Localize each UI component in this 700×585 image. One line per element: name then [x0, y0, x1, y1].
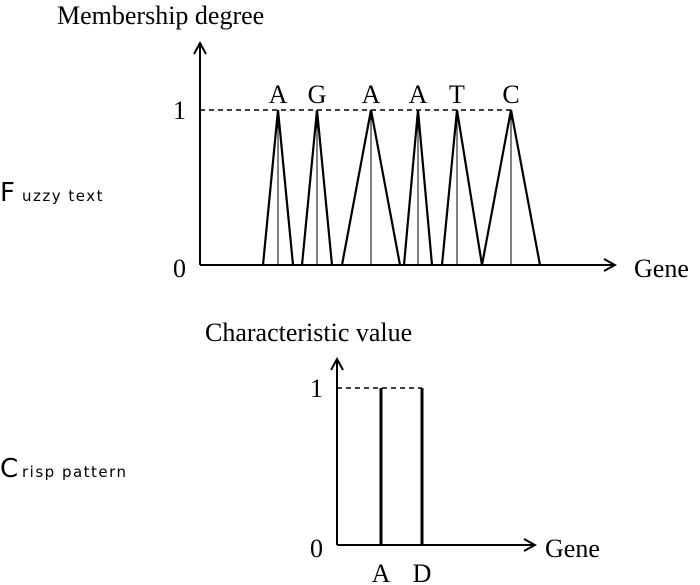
- fuzzy-side-label-rest: uzzy text: [22, 187, 104, 205]
- fuzzy-tick-zero: 0: [173, 254, 186, 283]
- crisp-side-label-rest: risp pattern: [22, 463, 128, 481]
- fuzzy-tick-one: 1: [173, 96, 186, 125]
- crisp-tick-zero: 0: [310, 534, 323, 563]
- peak-label: T: [449, 80, 465, 109]
- membership-triangle: [440, 109, 484, 266]
- peak-label: C: [502, 80, 519, 109]
- crisp-y-axis-title: Characteristic value: [205, 318, 412, 347]
- crisp-side-label-initial: C: [0, 454, 18, 484]
- spike-label: D: [413, 559, 432, 585]
- fuzzy-side-label-initial: F: [0, 178, 15, 208]
- peak-label: A: [362, 80, 381, 109]
- fuzzy-y-axis-title: Membership degree: [57, 1, 264, 30]
- crisp-panel: C risp pattern Characteristic value 1 0 …: [0, 318, 600, 585]
- crisp-x-axis-title: Gene: [545, 534, 600, 563]
- peak-label: G: [308, 80, 327, 109]
- crisp-tick-one: 1: [310, 374, 323, 403]
- spike-label: A: [372, 559, 391, 585]
- peak-label: A: [269, 80, 288, 109]
- peak-label: A: [409, 80, 428, 109]
- fuzzy-x-axis-title: Gene: [634, 254, 689, 283]
- fuzzy-panel: F uzzy text Membership degree 1 0 Gene A…: [0, 1, 689, 283]
